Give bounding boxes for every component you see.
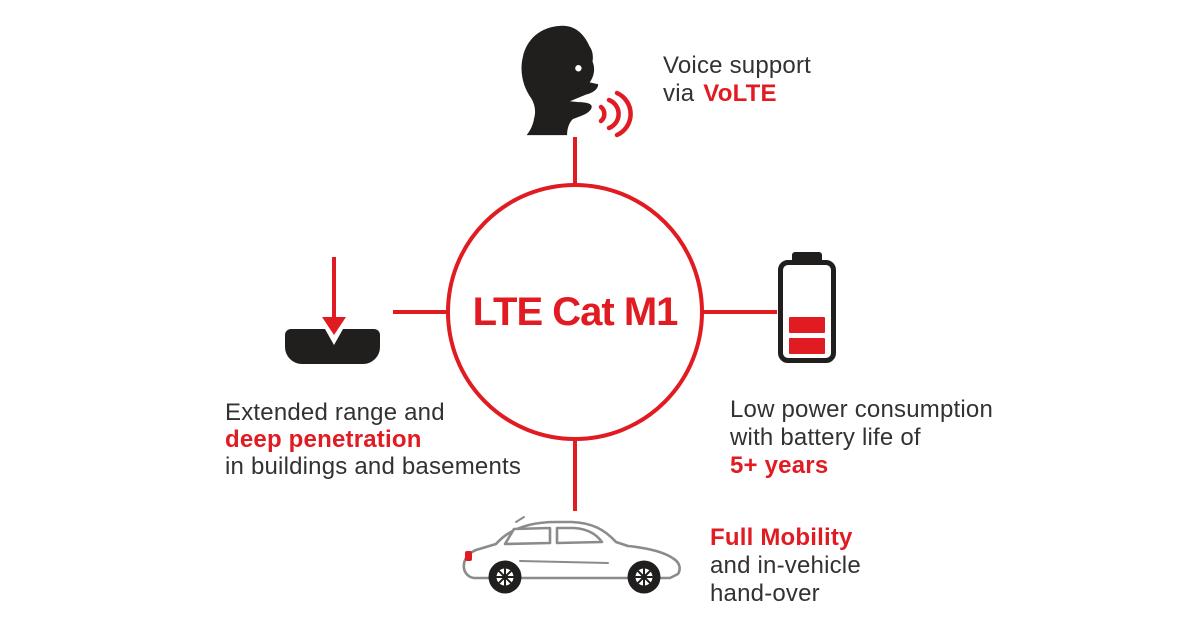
penetration-arrowhead-icon xyxy=(322,317,346,335)
front-wheel-icon xyxy=(627,560,661,594)
mobility-feature-text: Full Mobility and in-vehicle hand-over xyxy=(710,524,861,608)
connector-top xyxy=(573,137,577,185)
voice-line-2-accent: VoLTE xyxy=(703,80,777,107)
battery-cap-icon xyxy=(792,252,822,263)
penetration-line-2: deep penetration xyxy=(225,426,422,453)
battery-line-2: with battery life of xyxy=(730,424,921,451)
connector-right xyxy=(702,310,777,314)
penetration-line-1: Extended range and xyxy=(225,399,445,426)
connector-bottom xyxy=(573,439,577,511)
penetration-line-3: in buildings and basements xyxy=(225,453,522,480)
battery-icon xyxy=(778,260,836,363)
mobility-line-3: hand-over xyxy=(710,580,820,607)
mobility-line-2: and in-vehicle xyxy=(710,552,861,579)
battery-charge-bar xyxy=(789,317,825,333)
penetration-feature-text: Extended range and deep penetration in b… xyxy=(225,399,521,480)
mobility-line-1: Full Mobility xyxy=(710,524,853,551)
voice-line-2-plain: via xyxy=(663,80,695,107)
penetration-arrow-icon xyxy=(332,257,336,318)
connector-left xyxy=(393,310,448,314)
voice-line-1: Voice support xyxy=(663,52,812,79)
battery-feature-text: Low power consumption with battery life … xyxy=(730,396,993,480)
battery-line-3: 5+ years xyxy=(730,452,829,479)
battery-charge-bar xyxy=(789,338,825,354)
battery-line-1: Low power consumption xyxy=(730,396,994,423)
rear-wheel-icon xyxy=(488,560,522,594)
sound-waves-icon xyxy=(598,90,633,138)
voice-line-2: via VoLTE xyxy=(663,80,811,108)
voice-feature-text: Voice support via VoLTE xyxy=(663,52,811,108)
center-label: LTE Cat M1 xyxy=(472,289,679,334)
center-circle: LTE Cat M1 xyxy=(446,183,704,441)
car-icon xyxy=(462,516,681,594)
speaking-head-icon xyxy=(521,25,599,136)
